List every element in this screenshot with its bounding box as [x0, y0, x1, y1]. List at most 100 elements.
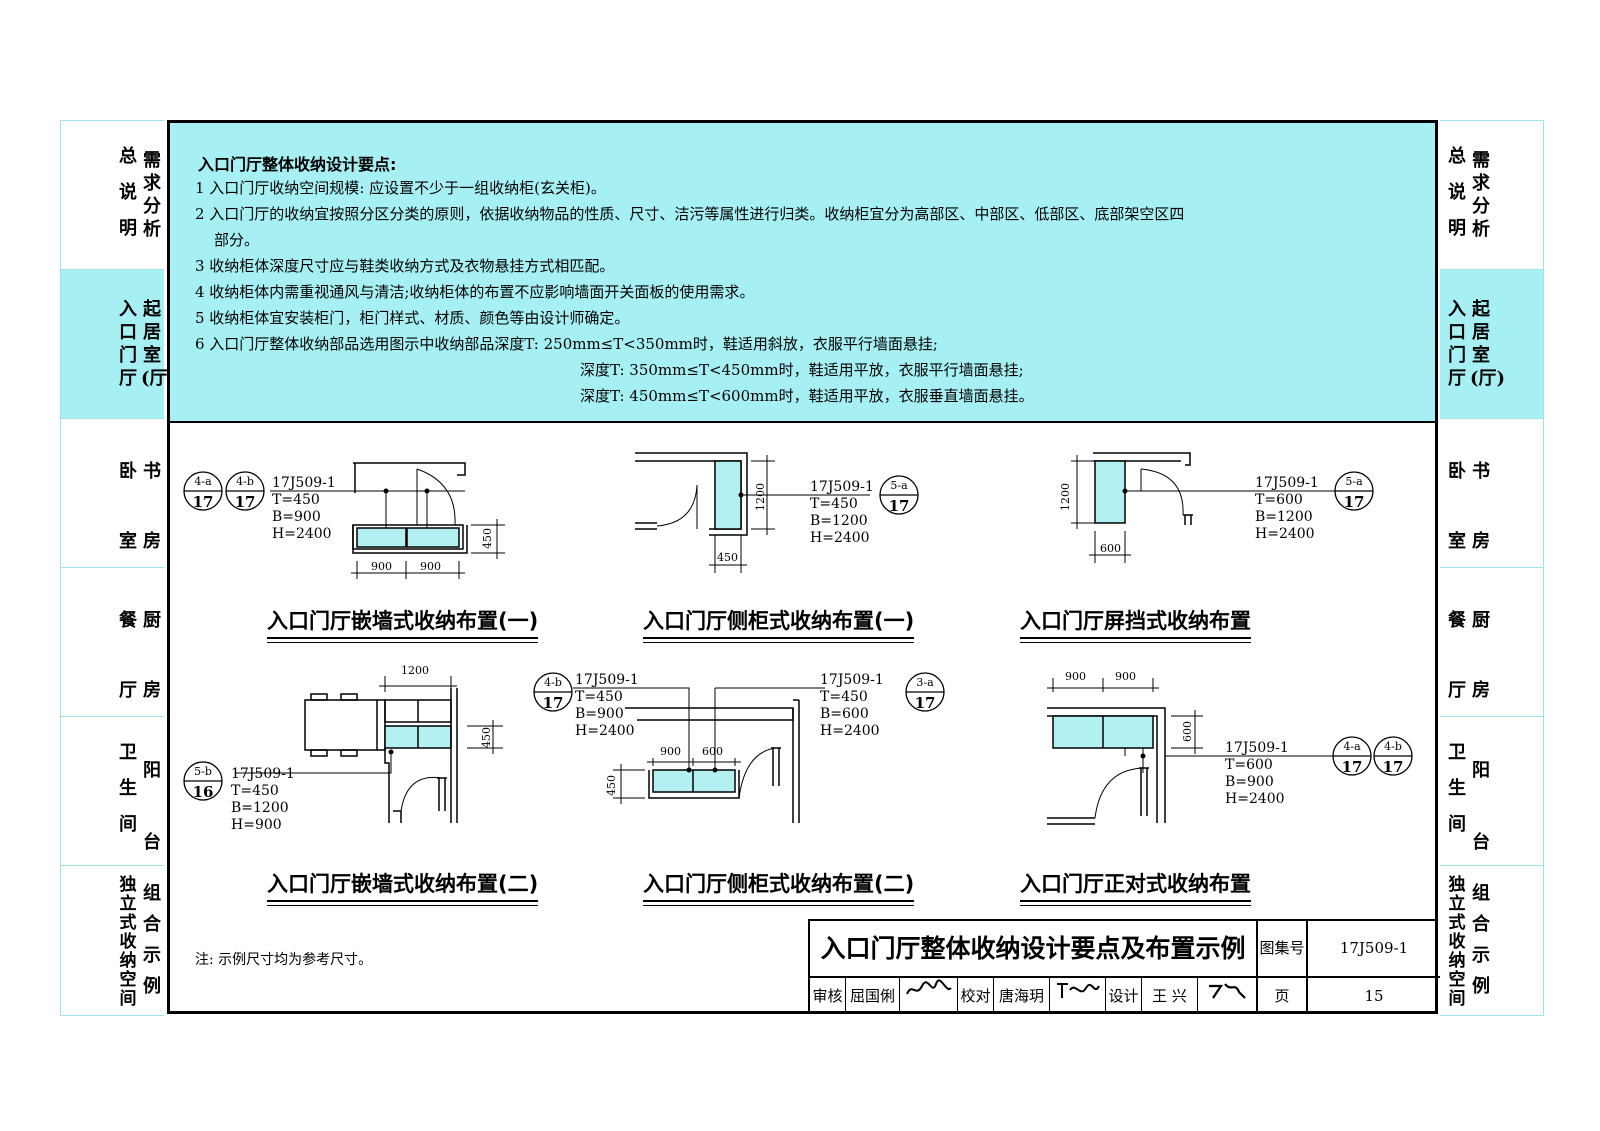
tab-bathroom[interactable]: 卫生间 阳台 [1440, 717, 1543, 866]
plan-embedded-wall-2: 5-b 16 17J509-1 T=450 B=1200 H=900 1200 … [183, 664, 503, 833]
tab-dining[interactable]: 餐厅 厨房 [61, 568, 164, 717]
ref-code: 17J509-1 [1255, 475, 1319, 491]
atlas-number: 17J509-1 [1339, 939, 1409, 957]
review-signature [900, 978, 958, 1014]
page-label: 页 [1258, 978, 1308, 1014]
divider [810, 976, 1440, 978]
note-line: 深度T: 350mm≤T<450mm时，鞋适用平放，衣服平行墙面悬挂; [580, 361, 1024, 379]
spec-h: H=2400 [810, 530, 870, 546]
note-line: 深度T: 450mm≤T<600mm时，鞋适用平放，衣服垂直墙面悬挂。 [580, 387, 1034, 405]
check-label: 校对 [958, 978, 994, 1014]
dim-label: 1200 [1059, 483, 1072, 511]
spec-h: H=2400 [1255, 526, 1315, 542]
dim-label: 900 [1065, 670, 1086, 683]
title-block: 入口门厅整体收纳设计要点及布置示例 图集号 17J509-1 审核 屈国俐 校对… [808, 919, 1440, 1014]
tab-label-1: 入口门厅 [1448, 299, 1466, 389]
dim-label: 900 [371, 560, 392, 573]
plan-screen-cabinet: 5-a 17 17J509-1 T=600 B=1200 H=2400 1200… [1059, 452, 1374, 563]
tab-entrance-hall[interactable]: 入口门厅 起居室(厅) [1440, 270, 1543, 419]
spec-b: B=900 [575, 706, 624, 722]
bubble-top: 4-b [1384, 740, 1402, 753]
left-chapter-tabs: 总说明 需求分析 入口门厅 起居室(厅) 卧室 书房 餐厅 厨房 卫生间 阳台 … [60, 120, 177, 1016]
spec-h: H=2400 [272, 526, 332, 542]
spec-b: B=900 [1225, 774, 1274, 790]
spec-b: B=1200 [1255, 509, 1313, 525]
tab-storage[interactable]: 独立式收纳空间 组合示例 [1440, 866, 1543, 1015]
tab-bedroom[interactable]: 卧室 书房 [1440, 419, 1543, 568]
dim-label: 900 [1115, 670, 1136, 683]
design-signature [1198, 978, 1258, 1014]
plan-side-cabinet-1: 5-a 17 17J509-1 T=450 B=1200 H=2400 1200… [635, 452, 919, 573]
dim-label: 450 [605, 775, 618, 796]
review-label: 审核 [810, 978, 846, 1014]
bubble-bottom: 17 [235, 493, 256, 511]
spec-h: H=2400 [575, 723, 635, 739]
tab-label-1: 总说明 [1448, 146, 1466, 239]
bubble-bottom: 17 [193, 493, 214, 511]
tab-bathroom[interactable]: 卫生间 阳台 [61, 717, 164, 866]
tab-dining[interactable]: 餐厅 厨房 [1440, 568, 1543, 717]
review-name: 屈国俐 [846, 978, 900, 1014]
tab-label-2: 阳台 [1472, 760, 1490, 853]
tab-label-2: 组合示例 [1472, 883, 1490, 997]
tab-storage[interactable]: 独立式收纳空间 组合示例 [61, 866, 164, 1015]
bubble-bottom: 17 [889, 497, 910, 515]
tab-label-2: 起居室(厅) [1470, 299, 1506, 389]
check-signature [1050, 978, 1106, 1014]
note-line: 3 收纳柜体深度尺寸应与鞋类收纳方式及衣物悬挂方式相匹配。 [195, 257, 615, 275]
note-line: 2 入口门厅的收纳宜按照分区分类的原则，依据收纳物品的性质、尺寸、洁污等属性进行… [195, 205, 1185, 223]
tab-general[interactable]: 总说明 需求分析 [61, 121, 164, 270]
tab-label-2: 组合示例 [143, 883, 161, 997]
note-line: 4 收纳柜体内需重视通风与清洁;收纳柜体的布置不应影响墙面开关面板的使用需求。 [195, 283, 755, 301]
tab-label-1: 入口门厅 [119, 299, 137, 389]
dim-label: 600 [1100, 542, 1121, 555]
bubble-bottom: 17 [543, 694, 564, 712]
spec-t: T=450 [272, 492, 320, 508]
tab-label-2: 起居室(厅) [141, 299, 177, 389]
caption: 入口门厅嵌墙式收纳布置(二) [267, 868, 539, 906]
plan-facing-cabinet: 4-a 17 4-b 17 17J509-1 T=600 B=900 H=240… [1047, 670, 1413, 825]
spec-b: B=1200 [231, 800, 289, 816]
spec-t: T=450 [810, 496, 858, 512]
bubble-top: 5-a [1345, 475, 1363, 488]
atlas-label: 图集号 [1258, 921, 1308, 976]
tab-label-2: 书房 [143, 461, 161, 552]
tab-label-1: 独立式收纳空间 [1448, 875, 1466, 1009]
design-name: 王 兴 [1142, 978, 1198, 1014]
tab-label-2: 厨房 [143, 610, 161, 701]
design-notes-panel: 入口门厅整体收纳设计要点: 1 入口门厅收纳空间规模: 应设置不少于一组收纳柜(… [170, 123, 1435, 423]
bubble-top: 5-b [194, 765, 212, 778]
tab-label-2: 厨房 [1472, 610, 1490, 701]
tab-label-1: 卫生间 [119, 742, 137, 835]
check-name: 唐海玥 [994, 978, 1050, 1014]
bubble-bottom: 17 [1342, 758, 1363, 776]
dim-label: 1200 [754, 483, 767, 511]
tab-label-1: 总说明 [119, 146, 137, 239]
tab-label-1: 卧室 [1448, 461, 1466, 552]
bubble-top: 4-b [236, 475, 254, 488]
spec-h: H=900 [231, 817, 282, 833]
footnote: 注: 示例尺寸均为参考尺寸。 [195, 952, 373, 968]
bubble-top: 4-b [544, 676, 562, 689]
signature-icon [905, 979, 952, 995]
bubble-bottom: 17 [1344, 493, 1365, 511]
caption: 入口门厅侧柜式收纳布置(一) [643, 605, 915, 643]
tab-entrance-hall[interactable]: 入口门厅 起居室(厅) [61, 270, 177, 419]
note-line: 1 入口门厅收纳空间规模: 应设置不少于一组收纳柜(玄关柜)。 [195, 179, 606, 197]
tab-label-2: 需求分析 [143, 150, 161, 240]
design-label: 设计 [1106, 978, 1142, 1014]
dim-label: 450 [480, 727, 493, 748]
drawing-sheet: 入口门厅整体收纳设计要点: 1 入口门厅收纳空间规模: 应设置不少于一组收纳柜(… [167, 120, 1440, 1014]
tab-bedroom[interactable]: 卧室 书房 [61, 419, 164, 568]
dim-label: 900 [420, 560, 441, 573]
dim-label: 600 [702, 745, 723, 758]
tab-label-2: 书房 [1472, 461, 1490, 552]
tab-general[interactable]: 总说明 需求分析 [1440, 121, 1543, 270]
bubble-top: 5-a [890, 479, 908, 492]
bubble-top: 4-a [1343, 740, 1361, 753]
ref-code: 17J509-1 [810, 479, 874, 495]
spec-t: T=600 [1255, 492, 1303, 508]
bubble-top: 4-a [194, 475, 212, 488]
dim-label: 1200 [401, 664, 429, 677]
spec-t: T=450 [575, 689, 623, 705]
